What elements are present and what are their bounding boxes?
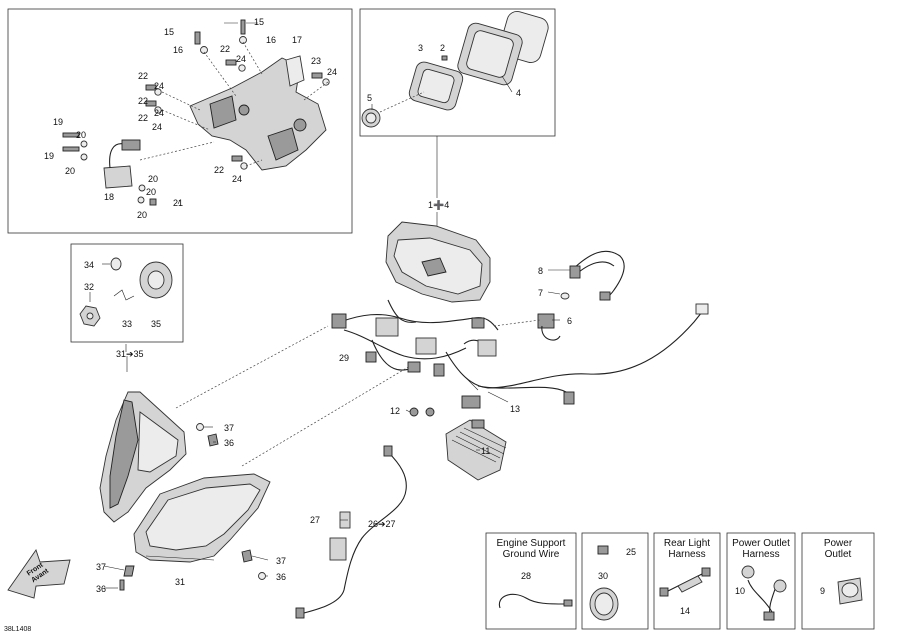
callout-20-a: 20 bbox=[76, 130, 86, 140]
callout-22-e: 22 bbox=[214, 165, 224, 175]
callout-30: 30 bbox=[598, 571, 608, 581]
callout-17: 17 bbox=[292, 35, 302, 45]
callout-32: 32 bbox=[84, 282, 94, 292]
callout-5: 5 bbox=[367, 93, 372, 103]
bracket-switch bbox=[103, 139, 141, 189]
callout-24-c: 24 bbox=[154, 108, 164, 118]
power-outlet-harness-box bbox=[726, 532, 796, 630]
callout-23: 23 bbox=[311, 56, 321, 66]
callout-16-a: 16 bbox=[173, 45, 183, 55]
gauge-cluster-exploded bbox=[361, 11, 549, 128]
bracket-fasteners bbox=[62, 19, 330, 206]
engine-support-box bbox=[485, 532, 577, 630]
callout-9: 9 bbox=[820, 586, 825, 596]
callout-22-d: 22 bbox=[138, 113, 148, 123]
callout-27: 27 bbox=[310, 515, 320, 525]
callout-20-e: 20 bbox=[137, 210, 147, 220]
callout-24-f: 24 bbox=[232, 174, 242, 184]
bracket-assembly-frame bbox=[7, 8, 353, 234]
instrument-cluster bbox=[385, 221, 491, 303]
rear-light-box bbox=[653, 532, 721, 630]
callout-29: 29 bbox=[339, 353, 349, 363]
callout-25: 25 bbox=[626, 547, 636, 557]
callout-22-b: 22 bbox=[138, 71, 148, 81]
callout-16-b: 16 bbox=[266, 35, 276, 45]
callout-37-c: 37 bbox=[96, 562, 106, 572]
main-dashed-leaders bbox=[175, 319, 541, 467]
callout-labels: 15 15 16 16 17 22 24 22 24 22 24 22 24 2… bbox=[44, 17, 825, 616]
callout-36-a: 36 bbox=[224, 438, 234, 448]
callout-20-c: 20 bbox=[148, 174, 158, 184]
key-switch-connector bbox=[537, 250, 625, 341]
callout-28: 28 bbox=[521, 571, 531, 581]
callout-19-b: 19 bbox=[44, 151, 54, 161]
callout-15-a: 15 bbox=[164, 27, 174, 37]
main-wiring-harness bbox=[331, 299, 709, 409]
callout-11: 11 bbox=[481, 446, 490, 456]
power-outlet-box bbox=[801, 532, 875, 630]
callout-24-b: 24 bbox=[154, 81, 164, 91]
headlight-bracket bbox=[189, 55, 327, 171]
callout-31: 31 bbox=[175, 577, 185, 587]
callout-20-d: 20 bbox=[146, 187, 156, 197]
callout-leaders bbox=[89, 22, 570, 589]
callout-15-b: 15 bbox=[254, 17, 264, 27]
callout-22-a: 22 bbox=[220, 44, 230, 54]
callout-24-d: 24 bbox=[152, 122, 162, 132]
callout-37-b: 37 bbox=[276, 556, 286, 566]
callout-36-c: 36 bbox=[96, 584, 106, 594]
headlight-fasteners bbox=[119, 423, 266, 591]
callout-14: 14 bbox=[680, 606, 690, 616]
callout-8: 8 bbox=[538, 266, 543, 276]
callout-12: 12 bbox=[390, 406, 400, 416]
callout-24-e: 24 bbox=[327, 67, 337, 77]
front-direction-arrow bbox=[7, 549, 71, 599]
callout-6: 6 bbox=[567, 316, 572, 326]
headlight-kit-frame bbox=[70, 243, 184, 343]
callout-33: 33 bbox=[122, 319, 132, 329]
callout-20-b: 20 bbox=[65, 166, 75, 176]
callout-4: 4 bbox=[516, 88, 521, 98]
callout-2: 2 bbox=[440, 43, 445, 53]
callout-18: 18 bbox=[104, 192, 114, 202]
fuse-box bbox=[581, 532, 649, 630]
voltage-regulator bbox=[409, 407, 507, 481]
callout-10: 10 bbox=[735, 586, 745, 596]
callout-37-a: 37 bbox=[224, 423, 234, 433]
callout-34: 34 bbox=[84, 260, 94, 270]
callout-21: 21 bbox=[173, 198, 183, 208]
callout-19-a: 19 bbox=[53, 117, 63, 127]
headlight-kit-parts bbox=[79, 257, 173, 327]
callout-31-to-35: 31➔35 bbox=[116, 349, 144, 359]
gauge-assembly-frame bbox=[359, 8, 556, 137]
headlight-housing bbox=[99, 391, 187, 523]
bracket-dashed-leaders bbox=[139, 41, 329, 167]
callout-13: 13 bbox=[510, 404, 520, 414]
headlight-lens bbox=[133, 473, 271, 563]
callout-7: 7 bbox=[538, 288, 543, 298]
callout-35: 35 bbox=[151, 319, 161, 329]
callout-36-b: 36 bbox=[276, 572, 286, 582]
callout-22-c: 22 bbox=[138, 96, 148, 106]
sub-harness bbox=[295, 445, 407, 619]
callout-26-to-27: 26➔27 bbox=[368, 519, 396, 529]
callout-1-to-4: 1➕4 bbox=[428, 199, 449, 210]
callout-24-a: 24 bbox=[236, 54, 246, 64]
diagram-id: 38L1408 bbox=[4, 626, 31, 633]
callout-3: 3 bbox=[418, 43, 423, 53]
